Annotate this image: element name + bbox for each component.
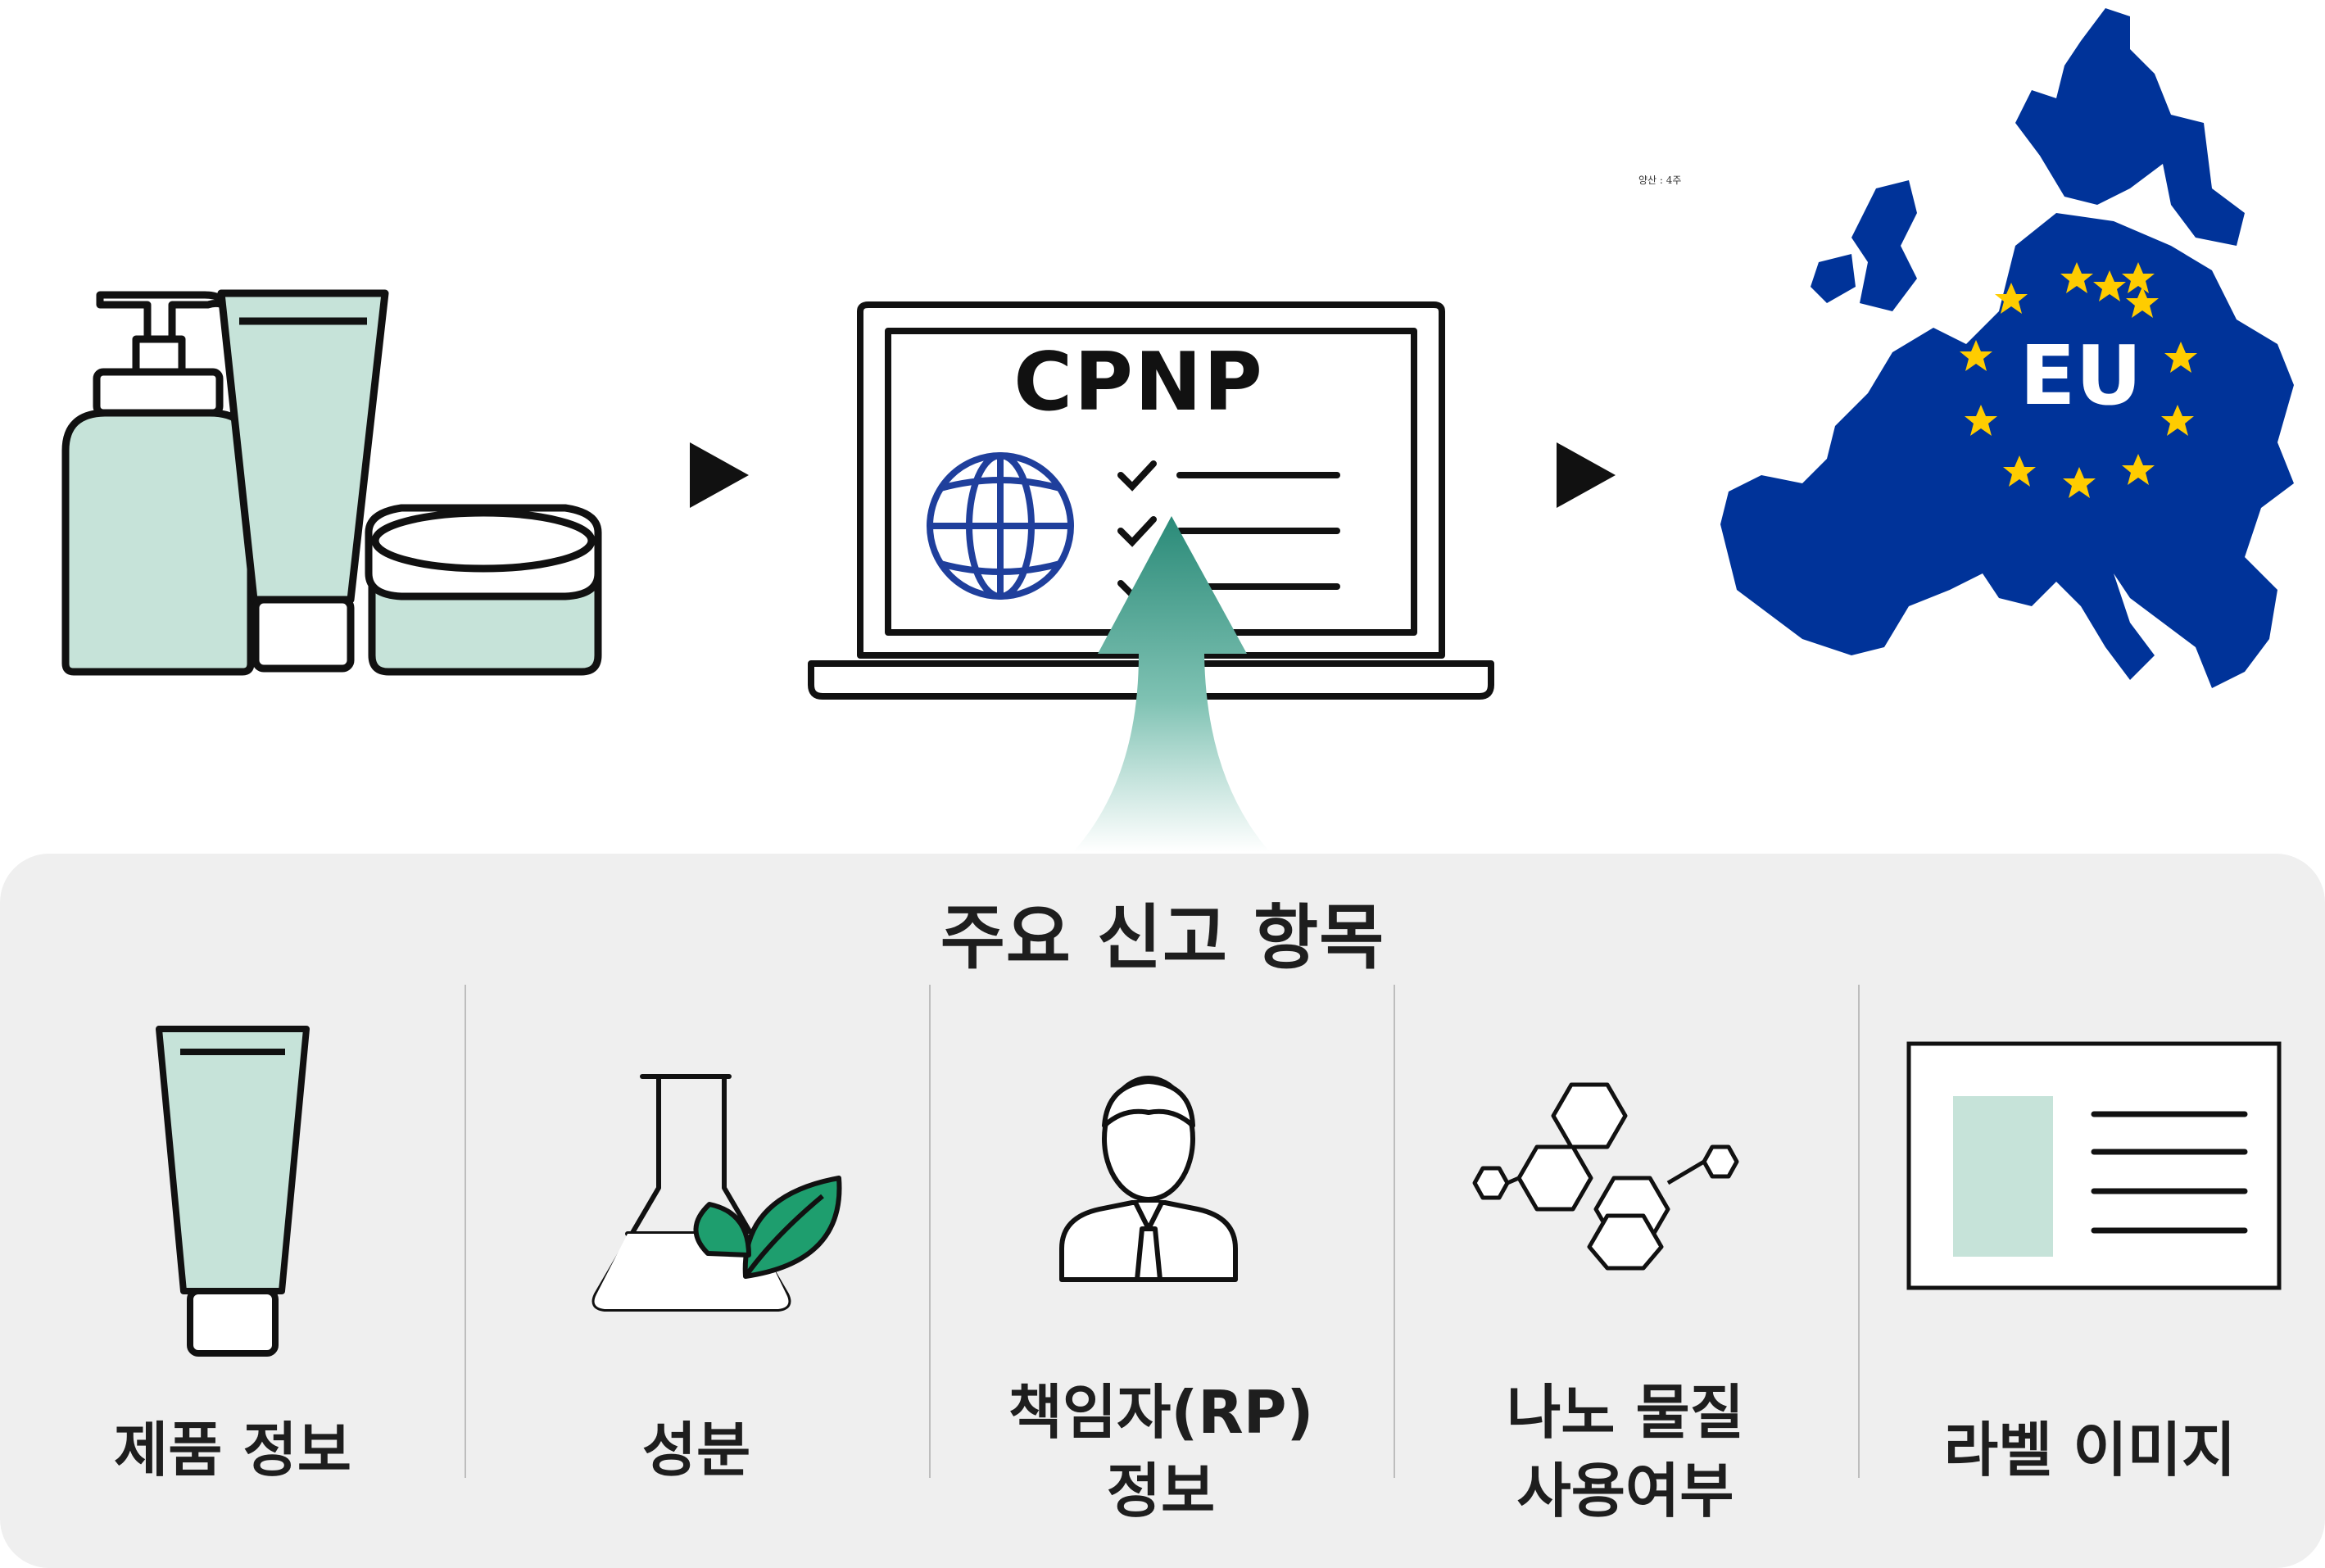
cosmetic-products-illustration: [33, 270, 623, 680]
globe-icon: [927, 452, 1074, 600]
cream-jar-icon: [365, 504, 602, 676]
divider-1: [465, 985, 466, 1478]
item-label-responsible-person: 책임자(RP) 정보: [1008, 1378, 1314, 1525]
checklist-icon: [1117, 460, 1340, 600]
tiny-note: 양산 : 4주: [1638, 174, 1682, 186]
eu-stars-icon: [1960, 262, 2197, 498]
cpnp-title: CPNP: [1013, 336, 1264, 429]
item-label-nano-materials: 나노 물질 사용여부: [1506, 1378, 1745, 1525]
eu-label: EU: [2019, 328, 2142, 424]
pump-bottle-icon: [61, 291, 255, 676]
eu-map-illustration: [1671, 0, 2310, 705]
item-label-ingredients: 성분: [641, 1416, 751, 1484]
submit-arrow-icon: [1065, 516, 1278, 860]
leaf-icon: [693, 1176, 842, 1279]
divider-4: [1858, 985, 1860, 1478]
flow-arrow-1-icon: [690, 442, 749, 508]
divider-2: [929, 985, 931, 1478]
item-label-label-image: 라벨 이미지: [1943, 1416, 2237, 1484]
flow-arrow-2-icon: [1557, 442, 1616, 508]
flask-leaf-icon: [585, 1065, 847, 1327]
tube-icon: [217, 289, 389, 673]
label-icon: [1906, 1040, 2282, 1294]
molecule-icon: [1466, 1068, 1761, 1298]
divider-3: [1394, 985, 1395, 1478]
item-label-product-info: 제품 정보: [113, 1416, 352, 1484]
tube-icon: [151, 1024, 315, 1360]
person-icon: [1050, 1068, 1247, 1282]
panel-title: 주요 신고 항목: [940, 897, 1385, 979]
